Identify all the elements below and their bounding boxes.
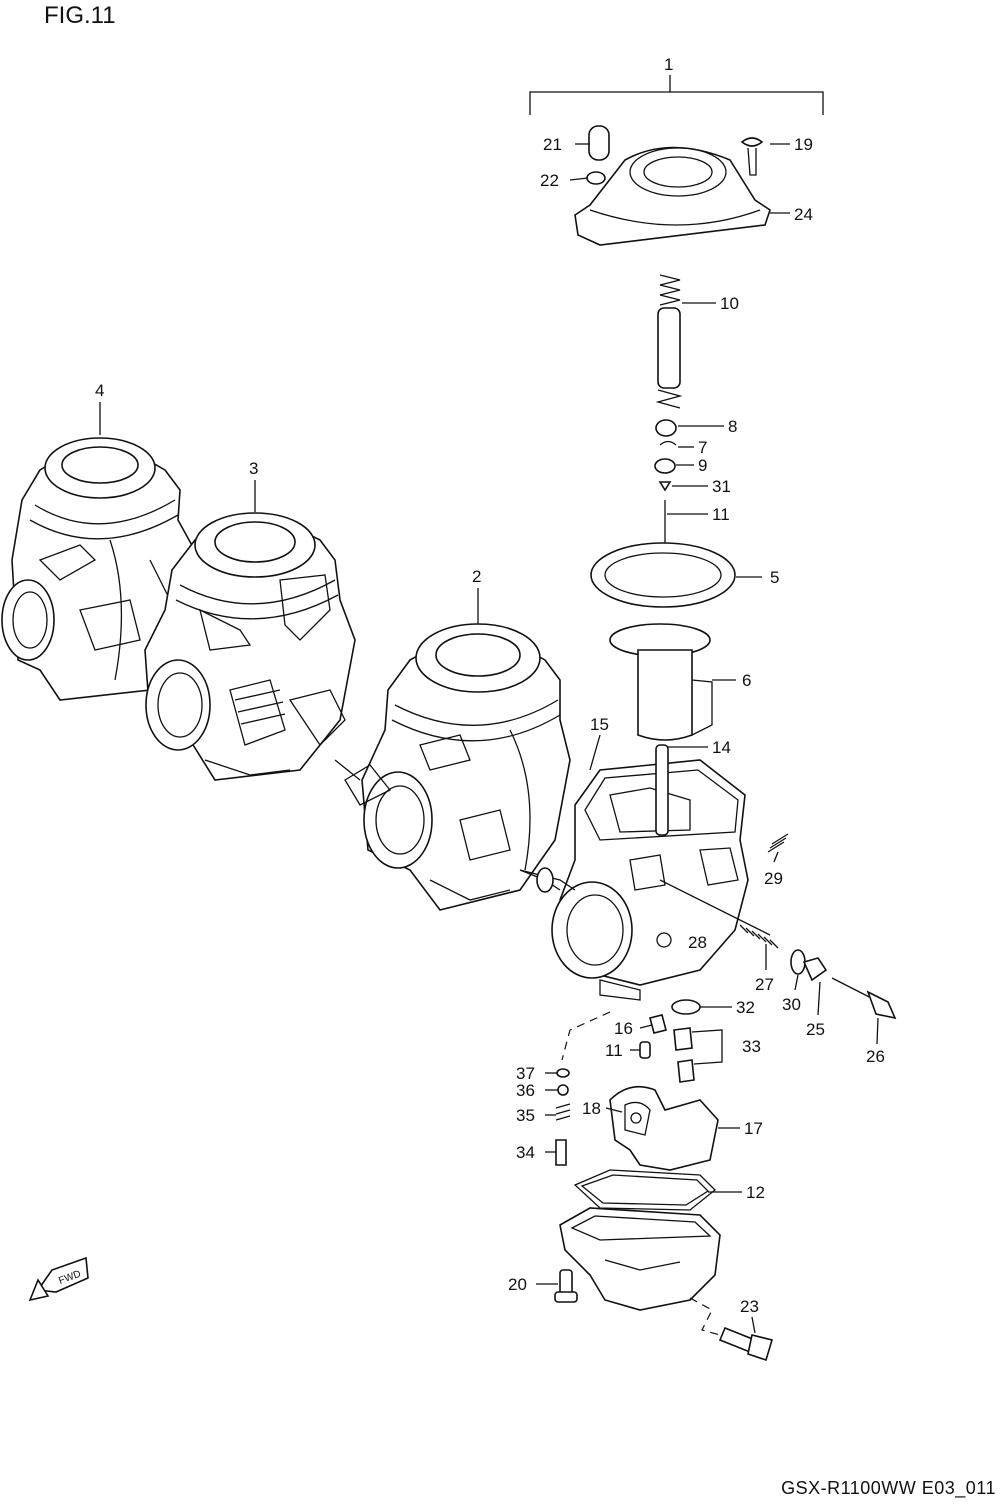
- callout-23: 23: [740, 1297, 759, 1316]
- spring-and-holder: [655, 274, 683, 409]
- throttle-screw-assembly: [659, 879, 897, 1020]
- callout-labels: 1 2 3 4 5 6 7 8 9 10 11 11 12 14 15 16 1…: [95, 55, 885, 1316]
- callout-33: 33: [742, 1037, 761, 1056]
- callout-2: 2: [472, 567, 481, 586]
- callout-27: 27: [755, 975, 774, 994]
- screws: [554, 1011, 774, 1362]
- figure-title: FIG.11: [44, 2, 116, 29]
- float-chamber: [559, 1207, 721, 1311]
- carburetor-3: [144, 512, 356, 781]
- callout-17: 17: [744, 1119, 763, 1138]
- callout-11-jet: 11: [605, 1041, 623, 1060]
- callout-15: 15: [590, 715, 609, 734]
- callout-37: 37: [516, 1064, 535, 1083]
- jet-parts: [639, 999, 723, 1083]
- callout-31: 31: [712, 477, 731, 496]
- callout-35: 35: [516, 1106, 535, 1125]
- figure-code: GSX-R1100WW E03_011: [781, 1478, 996, 1498]
- callout-7: 7: [698, 438, 707, 457]
- callout-20: 20: [508, 1275, 527, 1294]
- piston-valve: [609, 623, 713, 741]
- callout-24: 24: [794, 205, 813, 224]
- callout-5: 5: [770, 568, 779, 587]
- callout-6: 6: [742, 671, 751, 690]
- callout-3: 3: [249, 459, 258, 478]
- callout-30: 30: [782, 995, 801, 1014]
- callout-12: 12: [746, 1183, 765, 1202]
- fwd-arrow-icon: FWD: [28, 1256, 89, 1302]
- callout-11-needle: 11: [712, 505, 730, 524]
- float: [609, 1085, 719, 1171]
- callout-8: 8: [728, 417, 737, 436]
- callout-14: 14: [712, 738, 731, 757]
- diaphragm: [590, 542, 736, 608]
- linkage-bars: [334, 759, 576, 893]
- callout-19: 19: [794, 135, 813, 154]
- callout-10: 10: [720, 294, 739, 313]
- callout-36: 36: [516, 1081, 535, 1100]
- callout-32: 32: [736, 998, 755, 1017]
- callout-28: 28: [688, 933, 707, 952]
- callout-1: 1: [664, 55, 673, 74]
- float-chamber-gasket: [573, 1169, 716, 1211]
- pilot-spring: [767, 833, 789, 853]
- assembly-bracket: [529, 75, 824, 115]
- top-cap: [574, 125, 771, 246]
- carburetor-body: [551, 759, 749, 1001]
- callout-22: 22: [540, 171, 559, 190]
- carburetor-2: [344, 623, 571, 911]
- needle-parts: [654, 419, 677, 580]
- callout-18: 18: [582, 1099, 601, 1118]
- callout-34: 34: [516, 1143, 535, 1162]
- callout-26: 26: [866, 1047, 885, 1066]
- callout-16: 16: [614, 1019, 633, 1038]
- leader-lines: [99, 143, 879, 1334]
- needle-jet: [655, 744, 669, 836]
- callout-4: 4: [95, 381, 104, 400]
- callout-21: 21: [543, 135, 562, 154]
- callout-25: 25: [806, 1020, 825, 1039]
- callout-29: 29: [764, 869, 783, 888]
- callout-9: 9: [698, 456, 707, 475]
